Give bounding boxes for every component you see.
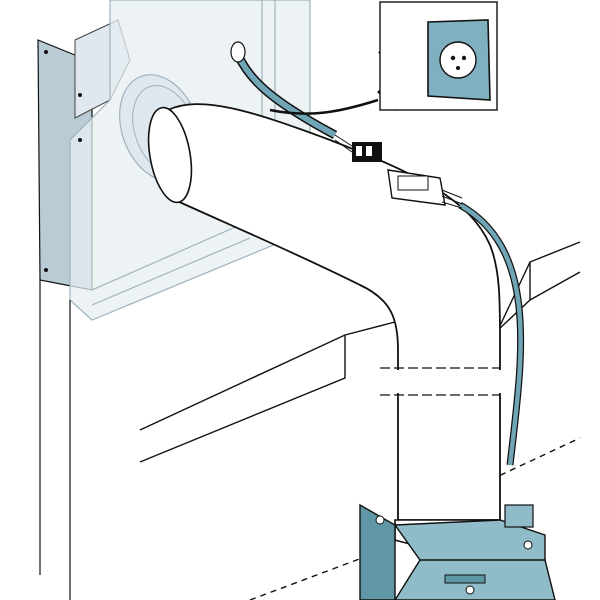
mounting-hole [44,268,48,272]
cabinet-frame-line [91,237,251,306]
motor-screw [375,515,385,525]
power-cable [458,201,525,466]
countertop-edge [497,271,581,331]
socket-inset [379,1,498,111]
connector-female [387,169,463,209]
connector-male [334,134,382,162]
mounting-hole [78,93,82,97]
motor-screw [523,540,533,550]
motor-vent [444,574,486,584]
mounting-hole [44,50,48,54]
cabinet-frame-line [91,224,241,291]
exhaust-duct [147,103,502,549]
duct-opening [147,106,193,204]
countertop-edge [139,321,396,431]
supply-cable [230,41,379,139]
countertop-edge [139,335,346,463]
duct-body [167,103,501,521]
wall-socket-icon [427,19,491,101]
motor-terminal [504,504,534,528]
mounting-hole [78,138,82,142]
countertop-edge [497,241,581,331]
motor-screw [465,585,475,595]
countertop [139,241,581,463]
cutout-outline [249,437,581,600]
blower-motor-unit [359,503,556,600]
